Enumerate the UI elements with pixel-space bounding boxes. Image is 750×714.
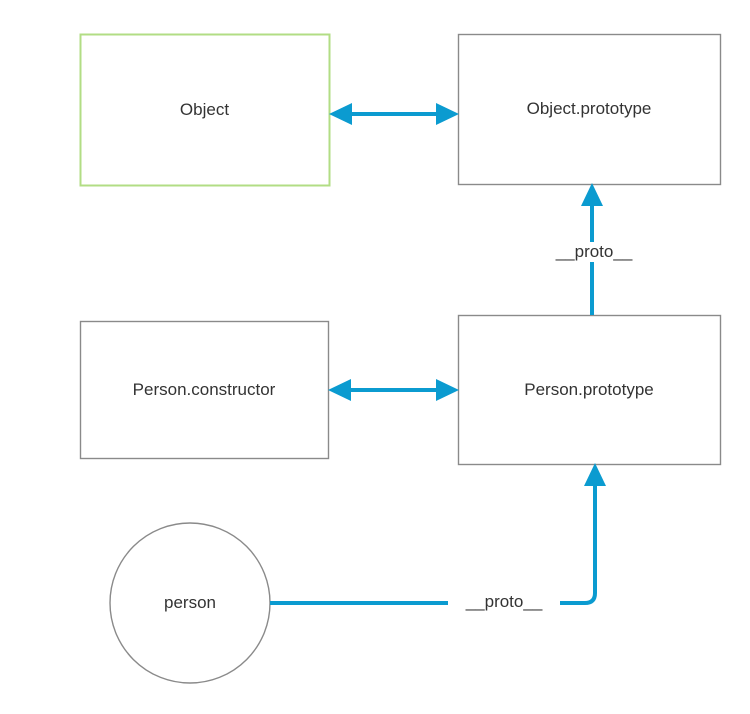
node-person-constructor-rect[interactable] <box>79 320 330 460</box>
node-object-prototype-rect[interactable] <box>457 33 722 186</box>
arrowhead-right-icon <box>436 379 459 401</box>
node-object-rect[interactable] <box>79 33 331 187</box>
arrowhead-left-icon <box>329 103 352 125</box>
edge-object-to-object-prototype[interactable] <box>329 103 459 125</box>
edge-line <box>270 480 597 605</box>
arrowhead-left-icon <box>328 379 351 401</box>
arrowhead-right-icon <box>436 103 459 125</box>
node-person-circle[interactable] <box>109 522 271 684</box>
edge-label-proto-upper: __proto__ <box>540 242 648 262</box>
arrowhead-up-icon <box>581 183 603 206</box>
edge-label-proto-lower: __proto__ <box>448 592 560 612</box>
arrowhead-up-icon <box>584 463 606 486</box>
edge-person-constructor-to-person-prototype[interactable] <box>328 379 459 401</box>
edge-person-to-person-prototype[interactable] <box>270 463 606 605</box>
node-person-prototype-rect[interactable] <box>457 314 722 466</box>
